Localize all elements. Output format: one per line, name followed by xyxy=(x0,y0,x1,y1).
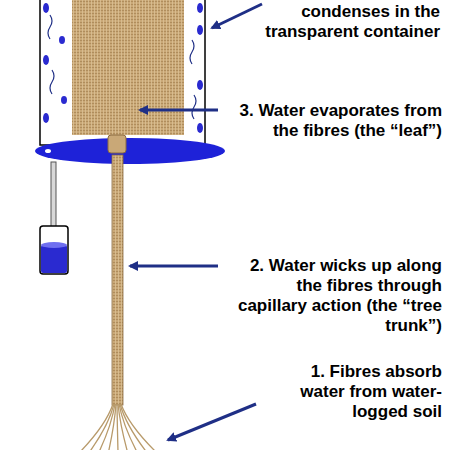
drip-tube xyxy=(51,162,56,230)
root-fibre xyxy=(121,404,156,450)
callout-text: 3. Water evaporates from the fibres (the… xyxy=(222,101,442,141)
callout-text: condenses in the transparent container xyxy=(250,2,440,42)
fibre-roots xyxy=(80,404,156,450)
callout-text: 2. Water wicks up along the fibres throu… xyxy=(226,256,442,336)
root-fibre xyxy=(80,404,113,450)
container-wall xyxy=(40,0,205,145)
root-fibre xyxy=(109,404,117,450)
collection-cup xyxy=(40,226,68,274)
base-plate xyxy=(35,138,225,164)
leader-arrows xyxy=(130,4,262,440)
fibre-leaf xyxy=(72,0,184,135)
root-fibre xyxy=(99,404,115,450)
fibre-trunk xyxy=(112,155,123,405)
root-fibre xyxy=(117,404,118,450)
callout-text: 1. Fibres absorb water from water-logged… xyxy=(262,362,442,422)
fibre-plug xyxy=(108,135,126,153)
